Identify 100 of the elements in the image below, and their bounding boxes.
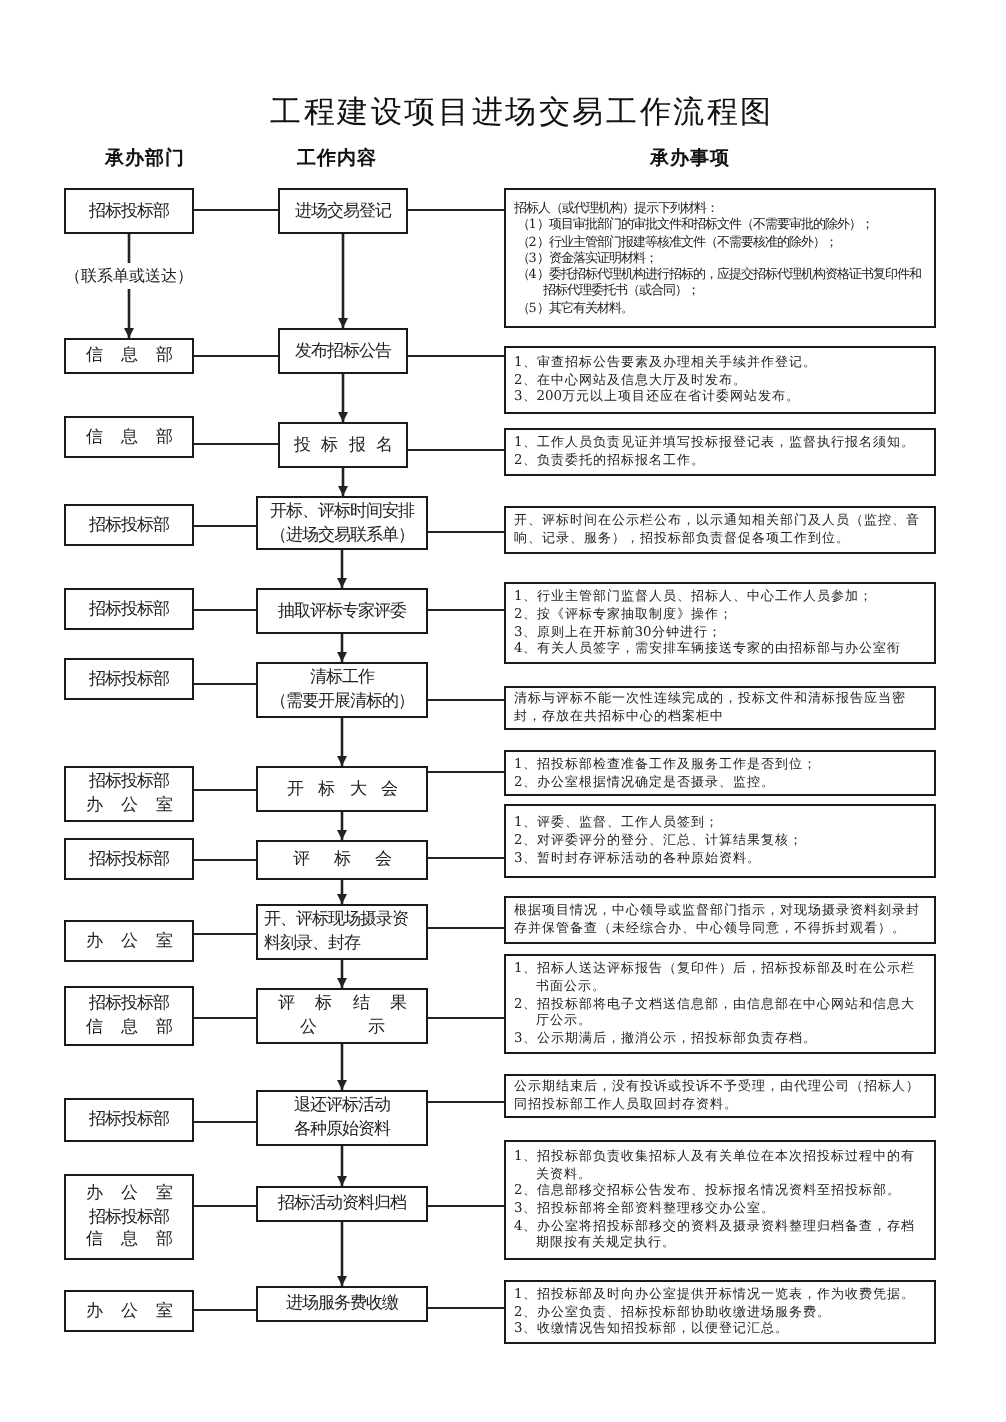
department-name: 办 公 室 bbox=[85, 929, 173, 953]
department-name: 招标投标部 bbox=[89, 667, 169, 691]
department-box bbox=[64, 766, 194, 822]
department-box bbox=[64, 838, 194, 880]
step-box bbox=[256, 496, 428, 550]
note-box bbox=[504, 750, 936, 796]
step-label: 招标活动资料归档 bbox=[278, 1192, 406, 1216]
step-box bbox=[256, 988, 428, 1044]
arrow bbox=[338, 234, 348, 328]
step-label: 抽取评标专家评委 bbox=[278, 599, 406, 623]
department-name: 信 息 部 bbox=[85, 425, 173, 449]
arrow bbox=[337, 634, 347, 662]
connector-line bbox=[428, 1204, 504, 1208]
note-box bbox=[504, 188, 936, 328]
note-box bbox=[504, 1280, 936, 1344]
connector-line bbox=[428, 1100, 504, 1104]
step-label: 发布招标公告 bbox=[295, 339, 391, 363]
connector-line bbox=[194, 1308, 256, 1312]
step-box bbox=[256, 588, 428, 634]
department-box bbox=[64, 1174, 194, 1260]
note-box bbox=[504, 428, 936, 476]
department-name: 招标投标部 bbox=[89, 1205, 169, 1229]
step-box bbox=[256, 766, 428, 812]
department-name: 招标投标部 bbox=[89, 199, 169, 223]
connector-line bbox=[428, 698, 504, 702]
connector-line bbox=[194, 1016, 256, 1020]
connector-line bbox=[428, 1306, 504, 1310]
department-name: 招标投标部 bbox=[89, 513, 169, 537]
department-box bbox=[64, 338, 194, 374]
arrow bbox=[337, 880, 347, 904]
department-name: 信 息 部 bbox=[85, 1016, 173, 1040]
connector-line bbox=[428, 770, 504, 774]
connector-line bbox=[194, 1204, 256, 1208]
department-box bbox=[64, 986, 194, 1046]
note-box bbox=[504, 346, 936, 414]
department-name: 信 息 部 bbox=[85, 1228, 173, 1253]
note-box bbox=[504, 686, 936, 730]
step-label: 退还评标活动各种原始资料 bbox=[292, 1094, 393, 1142]
step-label: 评 标 会 bbox=[292, 848, 392, 872]
step-box bbox=[278, 188, 408, 234]
department-name: 招标投标部 bbox=[89, 597, 169, 621]
connector-line bbox=[428, 530, 504, 534]
connector-line bbox=[428, 856, 504, 860]
arrow bbox=[337, 550, 347, 588]
department-name: 招标投标部 bbox=[89, 992, 169, 1016]
department-box bbox=[64, 920, 194, 962]
arrow bbox=[337, 718, 347, 766]
department-name: 招标投标部 bbox=[89, 1108, 169, 1132]
step-box bbox=[256, 904, 428, 960]
note-box bbox=[504, 1074, 936, 1118]
note-box bbox=[504, 582, 936, 664]
step-label: （进场交易联系单） bbox=[270, 523, 414, 547]
connector-line bbox=[408, 208, 504, 212]
column-header: 承办部门 bbox=[105, 148, 185, 172]
step-label: 开 标 大 会 bbox=[287, 777, 397, 801]
connector-line bbox=[428, 608, 504, 612]
department-name: 办 公 室 bbox=[85, 1181, 173, 1206]
department-name: 信 息 部 bbox=[85, 344, 173, 368]
arrow bbox=[337, 1222, 347, 1286]
department-box bbox=[64, 1290, 194, 1332]
connector-line bbox=[194, 608, 256, 612]
connector-line bbox=[194, 354, 278, 358]
department-box bbox=[64, 658, 194, 700]
arrow bbox=[338, 374, 348, 422]
step-label: 评 标 结 果 bbox=[278, 992, 406, 1016]
connector-line bbox=[194, 788, 256, 792]
department-box bbox=[64, 1098, 194, 1142]
step-box bbox=[256, 840, 428, 880]
connector-line bbox=[408, 354, 504, 358]
connector-line bbox=[428, 1016, 504, 1020]
step-box bbox=[278, 422, 408, 468]
note-box bbox=[504, 804, 936, 878]
note-box bbox=[504, 1140, 936, 1260]
arrow bbox=[337, 960, 347, 988]
step-label: 进场交易登记 bbox=[295, 199, 391, 223]
step-label: 进场服务费收缴 bbox=[286, 1292, 398, 1316]
step-box bbox=[256, 1090, 428, 1146]
connector-line bbox=[194, 932, 256, 936]
arrow bbox=[337, 1146, 347, 1186]
step-box bbox=[256, 662, 428, 718]
department-box bbox=[64, 588, 194, 630]
note-box bbox=[504, 506, 936, 554]
department-name: 办 公 室 bbox=[85, 1299, 173, 1323]
step-label: 开、评标现场摄录资料刻录、封存 bbox=[264, 908, 410, 956]
diagram-title: 工程建设项目进场交易工作流程图 bbox=[270, 96, 774, 130]
arrow bbox=[337, 812, 347, 840]
step-box bbox=[256, 1186, 428, 1222]
note-box bbox=[504, 954, 936, 1054]
department-box bbox=[64, 188, 194, 234]
connector-line bbox=[428, 926, 504, 930]
step-box bbox=[256, 1286, 428, 1322]
step-label: 公 示 bbox=[300, 1016, 384, 1040]
column-header: 工作内容 bbox=[297, 148, 377, 172]
department-box bbox=[64, 504, 194, 546]
note-box bbox=[504, 896, 936, 944]
department-name: 招标投标部 bbox=[89, 770, 169, 794]
column-header: 承办事项 bbox=[650, 148, 730, 172]
step-label: 投 标 报 名 bbox=[294, 433, 392, 457]
connector-line bbox=[194, 208, 278, 212]
connector-line bbox=[194, 1120, 256, 1124]
